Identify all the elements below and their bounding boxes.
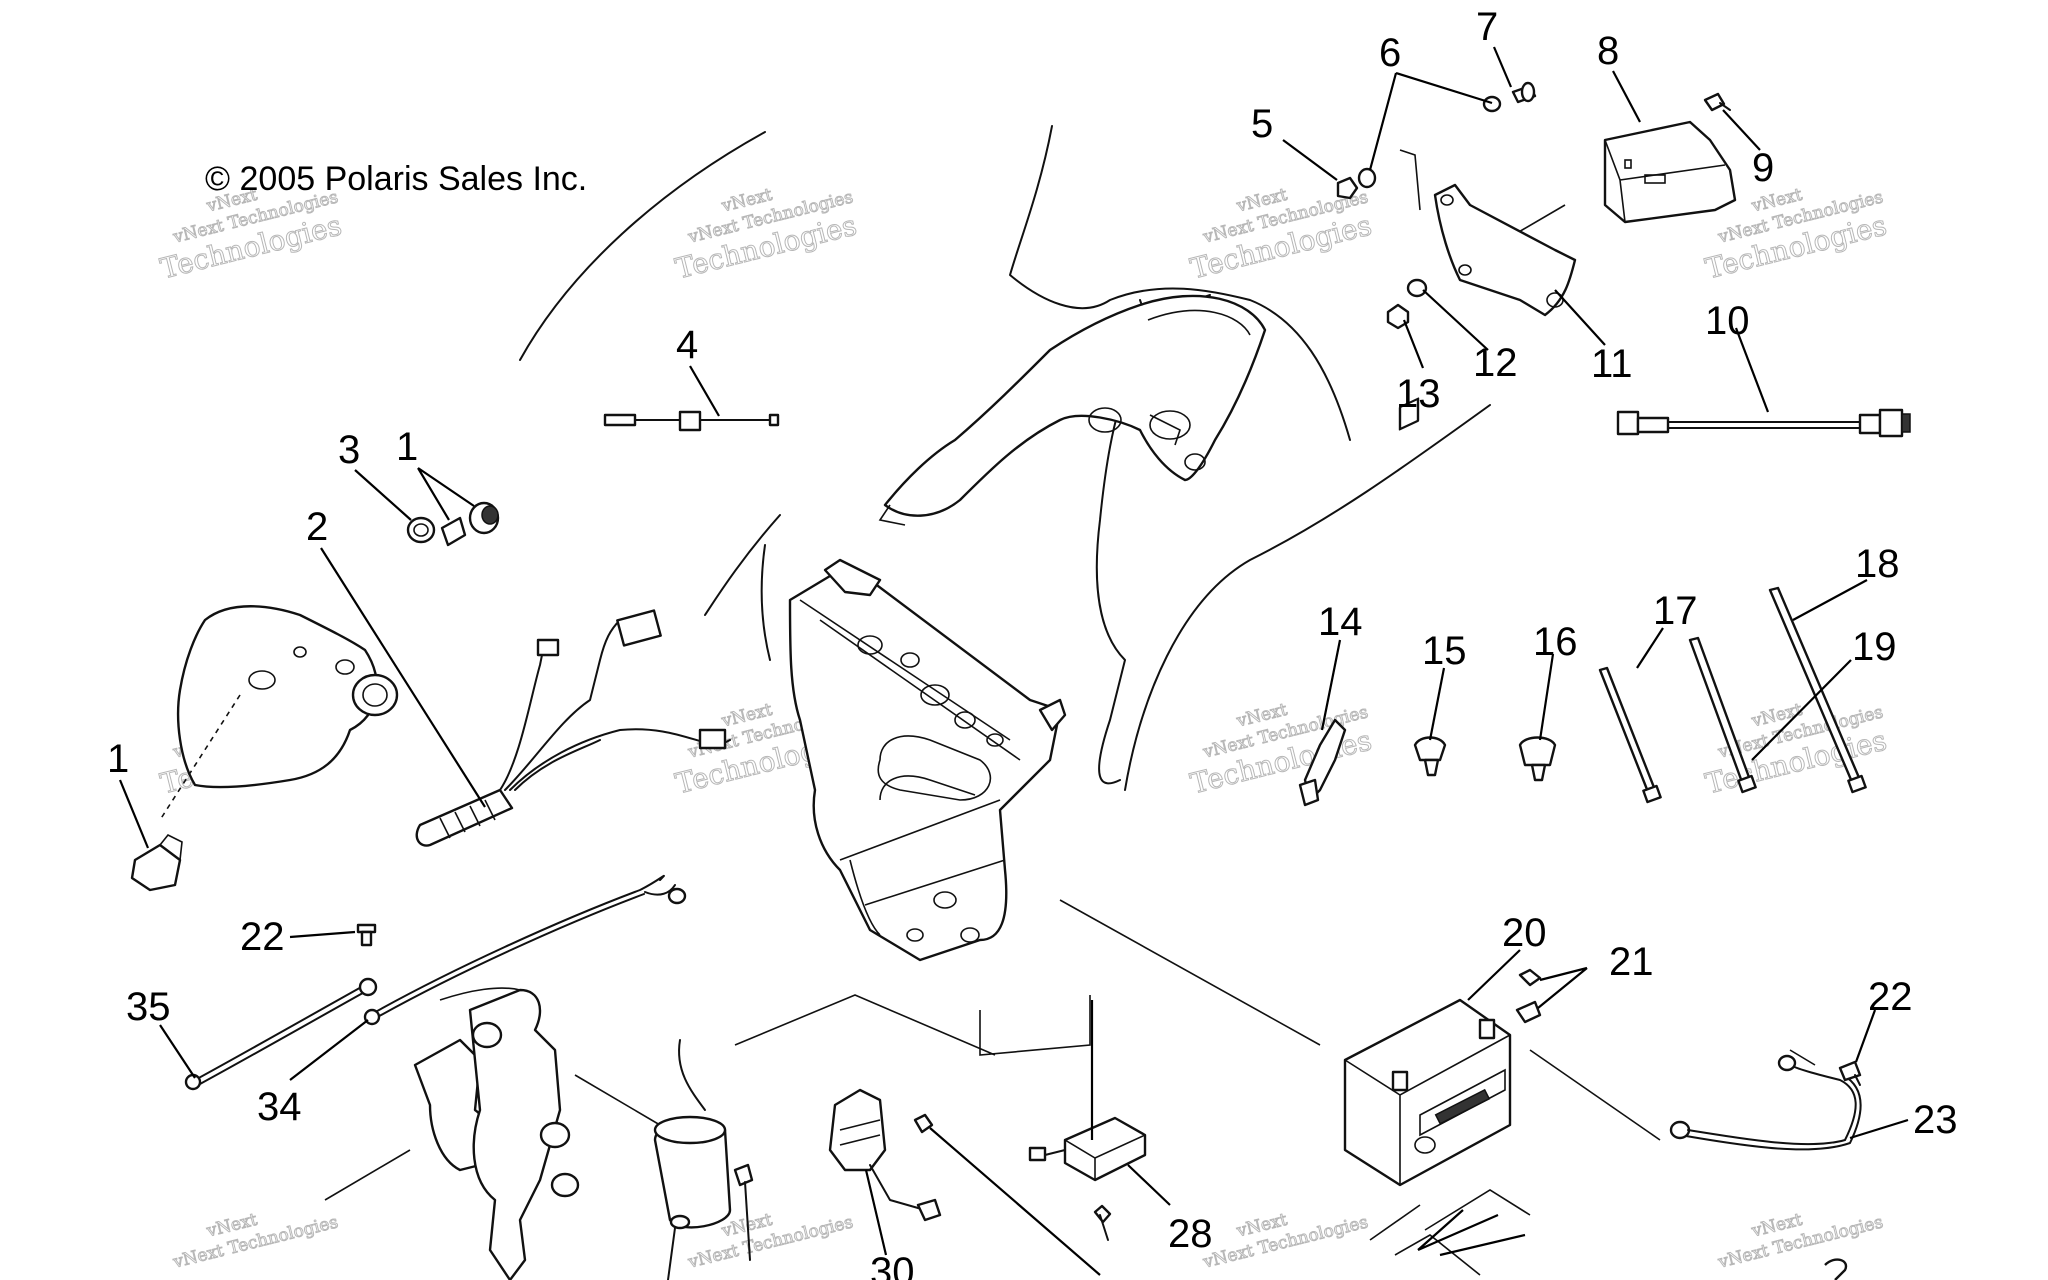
ignition-coil [653, 1039, 754, 1280]
callout-28: 28 [1168, 1212, 1213, 1256]
callout-18: 18 [1855, 542, 1900, 586]
callout-10: 10 [1705, 299, 1750, 343]
callout-20: 20 [1502, 911, 1547, 955]
callout-22a: 22 [240, 915, 285, 959]
callout-30: 30 [870, 1250, 915, 1280]
callout-1a: 1 [107, 737, 129, 781]
callout-13: 13 [1396, 372, 1441, 416]
callout-2: 2 [306, 505, 328, 549]
callout-22b: 22 [1868, 975, 1913, 1019]
battery [1343, 397, 1542, 1187]
reference-lines [324, 149, 1816, 1276]
headlight-housing [159, 605, 399, 821]
sensor-part-4 [603, 410, 780, 432]
frame-assembly [788, 558, 1067, 962]
callout-1b: 1 [396, 425, 418, 469]
wire-harness-10 [1616, 408, 1911, 438]
tail-light-bracket [1336, 81, 1577, 330]
tail-light [1603, 92, 1737, 224]
mounting-bracket [413, 987, 580, 1280]
callout-17: 17 [1653, 589, 1698, 633]
battery-cable [1669, 1054, 1862, 1280]
callout-14: 14 [1318, 600, 1363, 644]
wiring-harness [415, 609, 731, 847]
switch-part-1 [130, 833, 183, 892]
key-switch [406, 501, 500, 547]
callout-21: 21 [1609, 940, 1654, 984]
leader-lines [118, 46, 1909, 1257]
ground-wires [184, 874, 687, 1091]
callout-4: 4 [676, 323, 698, 367]
body-outline [519, 125, 1491, 791]
callout-5: 5 [1251, 102, 1273, 146]
callout-35: 35 [126, 985, 171, 1029]
callout-7: 7 [1476, 5, 1498, 49]
copyright-text: © 2005 Polaris Sales Inc. [205, 160, 587, 198]
callout-9: 9 [1752, 146, 1774, 190]
callout-3: 3 [338, 428, 360, 472]
control-module [1028, 1116, 1147, 1241]
cable-ties [1598, 586, 1867, 804]
callout-16: 16 [1533, 620, 1578, 664]
callout-11: 11 [1591, 342, 1633, 386]
callout-8: 8 [1597, 29, 1619, 73]
callout-19: 19 [1852, 625, 1897, 669]
callout-labels: 1 1 2 3 4 5 6 7 8 9 10 11 12 13 14 15 16… [107, 5, 1958, 1280]
wire-clips [1298, 718, 1557, 807]
callout-23: 23 [1913, 1098, 1958, 1142]
callout-15: 15 [1422, 629, 1467, 673]
callout-34: 34 [257, 1085, 302, 1129]
callout-6: 6 [1379, 31, 1401, 75]
callout-12: 12 [1473, 341, 1518, 385]
voltage-regulator [828, 1088, 1101, 1276]
